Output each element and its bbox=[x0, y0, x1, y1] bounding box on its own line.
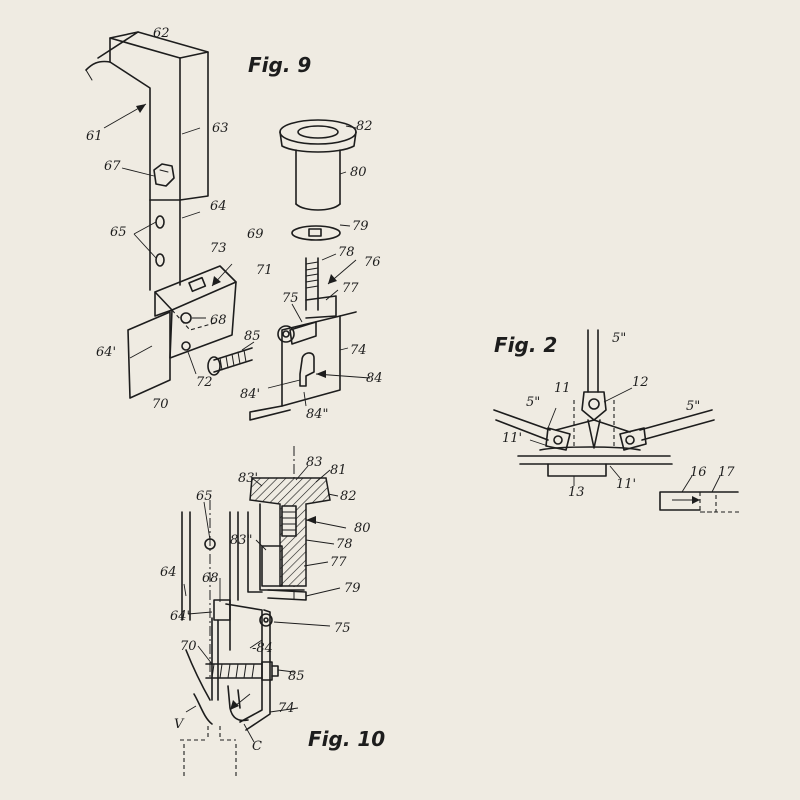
label-68: 68 bbox=[210, 313, 227, 328]
label-C: C bbox=[252, 739, 262, 754]
label-77: 77 bbox=[330, 555, 347, 570]
label-69: 69 bbox=[247, 227, 264, 242]
label-63: 63 bbox=[212, 121, 229, 136]
label-85: 85 bbox=[244, 329, 261, 344]
label-84: 84 bbox=[366, 371, 383, 386]
label-74: 74 bbox=[350, 343, 367, 358]
figure-9: Fig. 9 62 61 63 67 64 65 73 69 71 68 64'… bbox=[85, 26, 383, 422]
washer-79 bbox=[291, 225, 341, 241]
label-67: 67 bbox=[104, 159, 121, 174]
label-84-prime: 84' bbox=[240, 387, 260, 402]
label-70: 70 bbox=[152, 397, 169, 412]
knob-82 bbox=[279, 119, 357, 211]
clip-section-74 bbox=[185, 603, 279, 731]
label-79: 79 bbox=[352, 219, 369, 234]
label-82: 82 bbox=[340, 489, 357, 504]
label-73: 73 bbox=[210, 241, 227, 256]
label-12: 12 bbox=[632, 375, 649, 390]
label-13: 13 bbox=[568, 485, 585, 500]
label-64-prime: 64' bbox=[170, 609, 190, 624]
label-11-prime-left: 11' bbox=[502, 431, 522, 446]
label-64-prime: 64' bbox=[96, 345, 116, 360]
rod-right bbox=[639, 409, 715, 441]
label-72: 72 bbox=[196, 375, 213, 390]
label-75: 75 bbox=[282, 291, 299, 306]
label-75: 75 bbox=[334, 621, 351, 636]
label-83-prime: 83' bbox=[238, 471, 258, 486]
label-64: 64 bbox=[160, 565, 177, 580]
rod-top bbox=[587, 329, 599, 393]
clip-74 bbox=[249, 311, 357, 421]
fig2-title: Fig. 2 bbox=[494, 333, 557, 357]
label-64: 64 bbox=[210, 199, 227, 214]
post-dashed bbox=[180, 726, 237, 776]
label-68: 68 bbox=[202, 571, 219, 586]
label-17: 17 bbox=[718, 465, 735, 480]
label-79: 79 bbox=[344, 581, 361, 596]
label-70: 70 bbox=[180, 639, 197, 654]
label-84: -84 bbox=[252, 641, 273, 656]
label-65: 65 bbox=[110, 225, 127, 240]
knob-section-80 bbox=[247, 446, 331, 601]
label-80: 80 bbox=[350, 165, 367, 180]
screw-85 bbox=[207, 347, 253, 376]
label-76: 76 bbox=[364, 255, 381, 270]
frame-tube-62-63 bbox=[85, 31, 209, 201]
figure-10: Fig. 10 bbox=[160, 446, 385, 776]
label-83: 83 bbox=[306, 455, 323, 470]
label-5-left: 5" bbox=[526, 395, 540, 410]
label-11-prime-right: 11' bbox=[616, 477, 636, 492]
label-65: 65 bbox=[196, 489, 213, 504]
label-85: 85 bbox=[288, 669, 305, 684]
label-16: 16 bbox=[690, 465, 707, 480]
label-11: 11 bbox=[554, 381, 571, 396]
inner-tube-64 bbox=[149, 199, 181, 291]
label-5-right: 5" bbox=[686, 399, 700, 414]
label-80: 80 bbox=[354, 521, 371, 536]
label-78: 78 bbox=[338, 245, 355, 260]
label-5-top: 5" bbox=[612, 331, 626, 346]
label-77: 77 bbox=[342, 281, 359, 296]
figure-2: Fig. 2 5" 5" 5" 11 12 11' 11' 13 bbox=[493, 329, 740, 513]
label-74: 74 bbox=[278, 701, 295, 716]
label-71: 71 bbox=[256, 263, 273, 278]
rod-left bbox=[493, 409, 551, 441]
label-V: V bbox=[174, 717, 185, 732]
bracket-71 bbox=[127, 265, 237, 399]
label-78: 78 bbox=[336, 537, 353, 552]
label-61: 61 bbox=[86, 129, 103, 144]
label-81: 81 bbox=[330, 463, 347, 478]
label-62: 62 bbox=[153, 26, 170, 41]
label-83-double-prime: 83" bbox=[230, 533, 253, 548]
fig9-title: Fig. 9 bbox=[248, 53, 311, 77]
label-82: 82 bbox=[356, 119, 373, 134]
label-84-double-prime: 84" bbox=[306, 407, 329, 422]
fig10-title: Fig. 10 bbox=[308, 727, 385, 751]
